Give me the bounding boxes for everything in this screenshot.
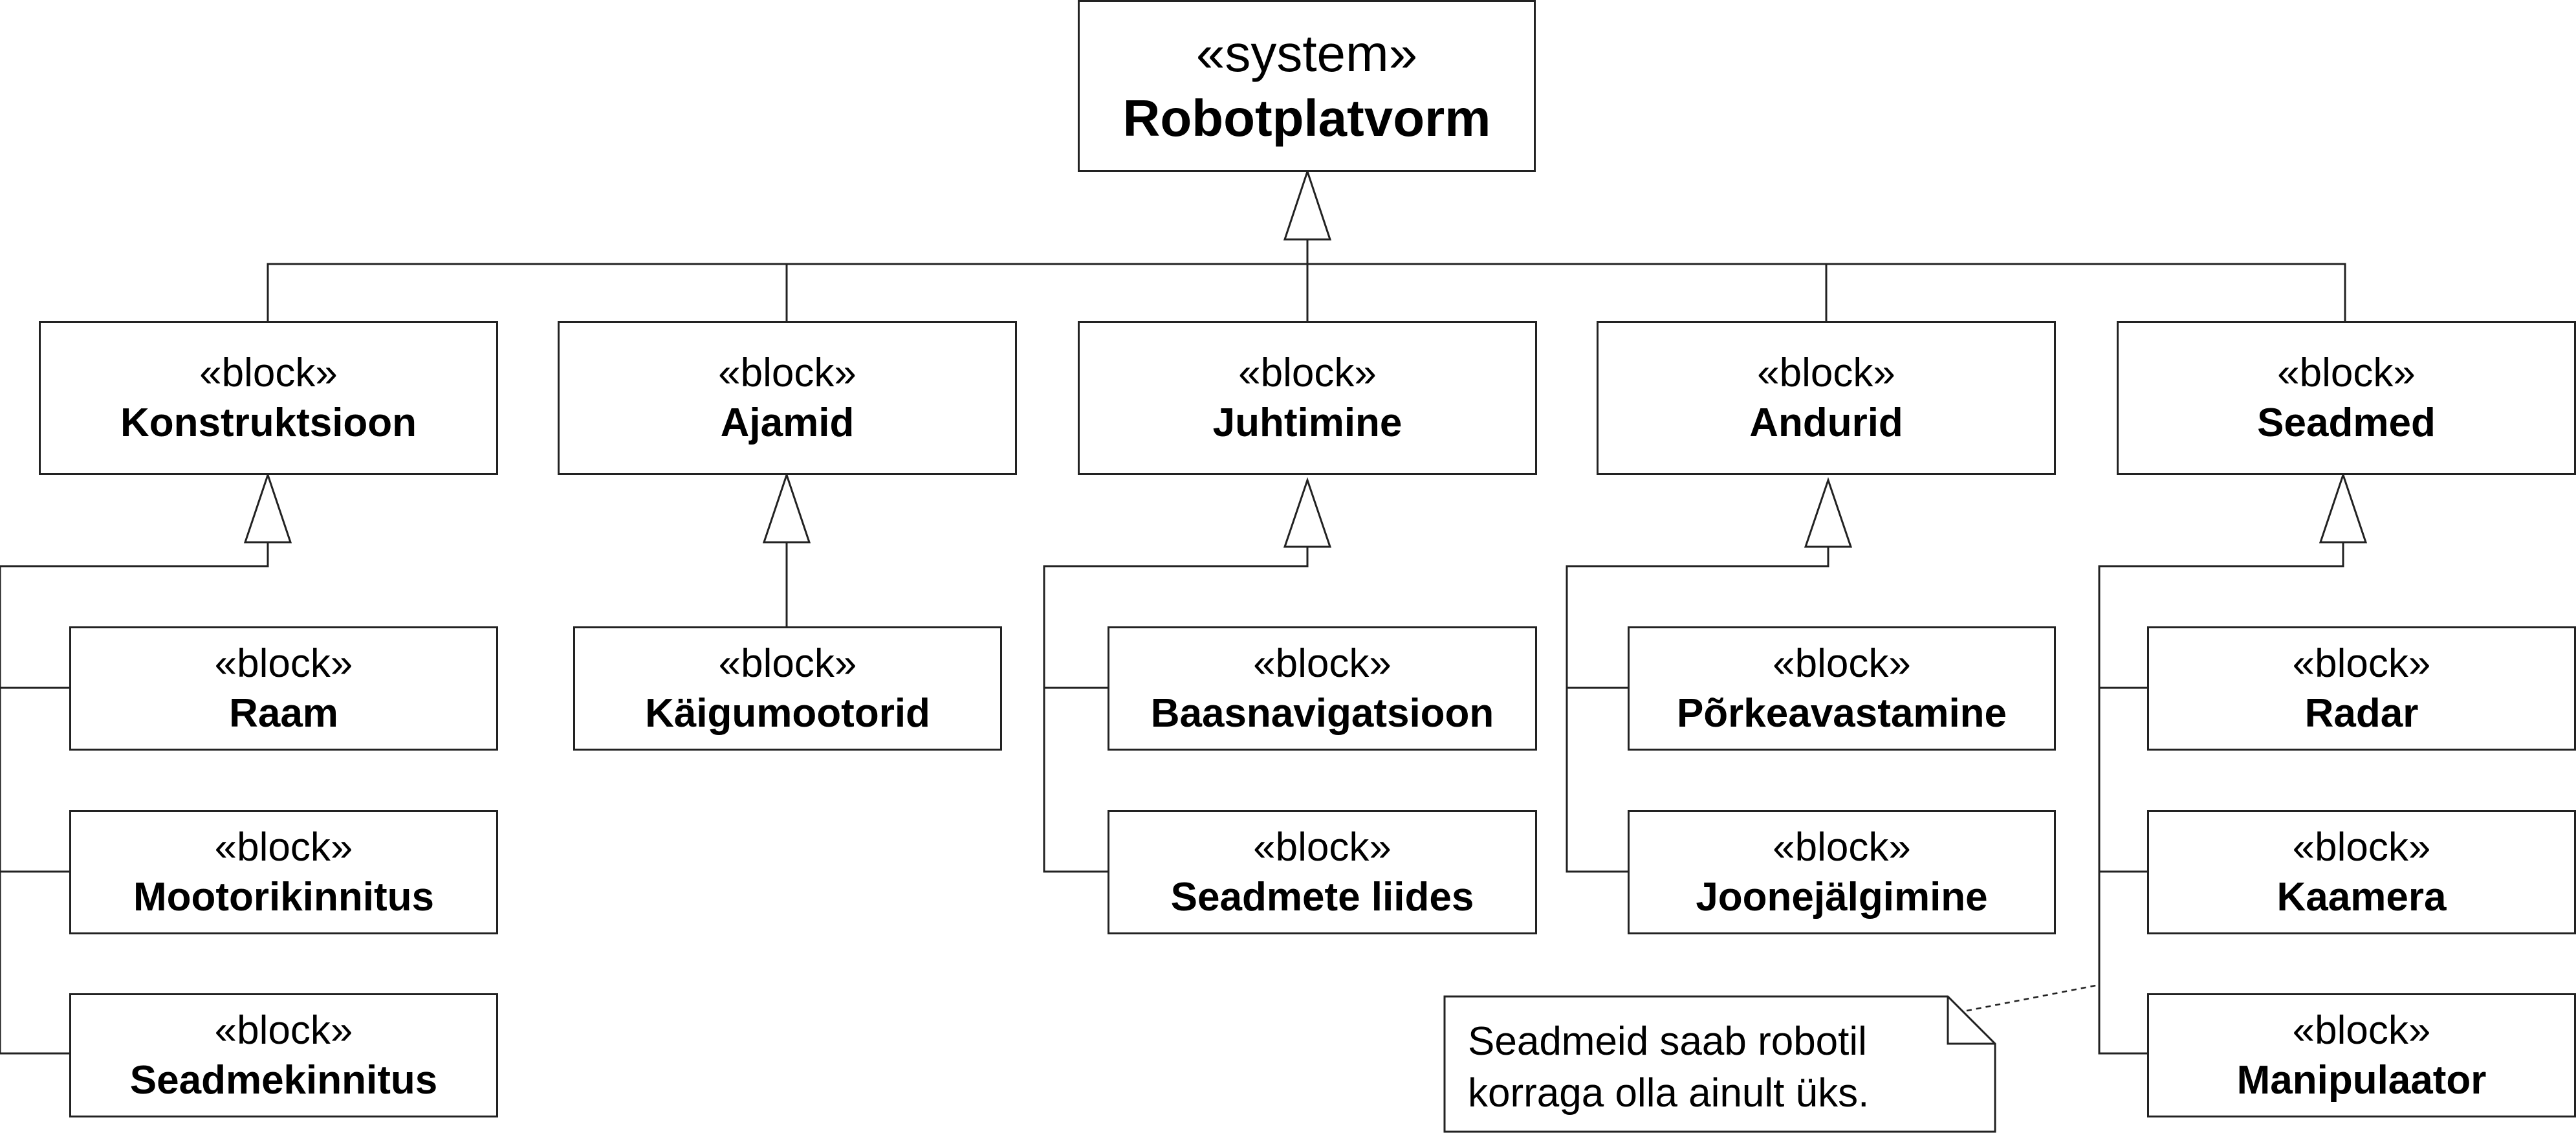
stereotype-label: «block» <box>1773 641 1911 686</box>
block-seadmed[interactable]: «block» Seadmed <box>2117 321 2576 475</box>
generalization-line-seadmed <box>2098 542 2344 1055</box>
stereotype-label: «block» <box>2292 641 2431 686</box>
block-name: Seadmed <box>2257 401 2436 445</box>
note-line: Seadmeid saab robotil <box>1468 1019 1867 1064</box>
block-name: Joonejälgimine <box>1696 875 1988 919</box>
block-juhtimine[interactable]: «block» Juhtimine <box>1078 321 1537 475</box>
stereotype-label: «block» <box>1253 641 1392 686</box>
generalization-arrowhead-seadmed <box>2319 472 2368 544</box>
block-kaigumootorid[interactable]: «block» Käigumootorid <box>573 626 1002 751</box>
block-kaamera[interactable]: «block» Kaamera <box>2147 810 2576 934</box>
stereotype-label: «block» <box>1773 824 1911 870</box>
block-porkeavastamine[interactable]: «block» Põrkeavastamine <box>1628 626 2056 751</box>
block-manipulaator[interactable]: «block» Manipulaator <box>2147 993 2576 1117</box>
note-outline <box>1443 995 1996 1133</box>
stereotype-label: «block» <box>718 350 857 395</box>
block-name: Kaamera <box>2276 875 2447 919</box>
block-name: Käigumootorid <box>645 691 930 736</box>
stereotype-label: «block» <box>2277 350 2416 395</box>
note-line: korraga olla ainult üks. <box>1468 1071 1870 1116</box>
generalization-arrowhead-ajamid <box>762 472 811 544</box>
block-name: Raam <box>229 691 338 736</box>
block-name: Ajamid <box>720 401 855 445</box>
block-name: Robotplatvorm <box>1122 89 1491 147</box>
generalization-line-system <box>267 263 2346 321</box>
stereotype-label: «block» <box>2292 1007 2431 1053</box>
generalization-line-konstruktsioon <box>0 542 269 1055</box>
stereotype-label: «block» <box>718 641 857 686</box>
block-andurid[interactable]: «block» Andurid <box>1597 321 2056 475</box>
block-name: Mootorikinnitus <box>133 875 434 919</box>
block-raam[interactable]: «block» Raam <box>69 626 498 751</box>
stereotype-label: «block» <box>214 641 353 686</box>
block-name: Manipulaator <box>2236 1058 2487 1103</box>
stereotype-label: «block» <box>214 1007 353 1053</box>
stereotype-label: «system» <box>1195 25 1418 82</box>
block-name: Seadmete liides <box>1170 875 1474 919</box>
block-name: Seadmekinnitus <box>129 1058 438 1103</box>
note-fold <box>1947 996 1995 1045</box>
stereotype-label: «block» <box>2292 824 2431 870</box>
block-name: Radar <box>2304 691 2419 736</box>
block-radar[interactable]: «block» Radar <box>2147 626 2576 751</box>
generalization-arrowhead-konstruktsioon <box>243 472 292 544</box>
generalization-arrowhead-juhtimine <box>1283 477 1332 548</box>
block-ajamid[interactable]: «block» Ajamid <box>558 321 1017 475</box>
note-text: Seadmeid saab robotil korraga olla ainul… <box>1468 1016 1869 1119</box>
generalization-line-andurid <box>1566 547 1829 873</box>
block-robotplatvorm[interactable]: «system» Robotplatvorm <box>1078 0 1536 172</box>
block-name: Baasnavigatsioon <box>1150 691 1494 736</box>
block-konstruktsioon[interactable]: «block» Konstruktsioon <box>39 321 498 475</box>
generalization-arrowhead-andurid <box>1804 477 1853 548</box>
block-seadmete-liides[interactable]: «block» Seadmete liides <box>1108 810 1537 934</box>
note-anchor-line <box>1966 984 2100 1012</box>
block-joonejalgimine[interactable]: «block» Joonejälgimine <box>1628 810 2056 934</box>
stereotype-label: «block» <box>1238 350 1377 395</box>
block-mootorikinnitus[interactable]: «block» Mootorikinnitus <box>69 810 498 934</box>
block-name: Andurid <box>1749 401 1903 445</box>
stereotype-label: «block» <box>1757 350 1895 395</box>
generalization-arrowhead-system <box>1283 168 1332 241</box>
block-name: Juhtimine <box>1212 401 1403 445</box>
block-name: Konstruktsioon <box>120 401 417 445</box>
stereotype-label: «block» <box>1253 824 1392 870</box>
block-baasnavigatsioon[interactable]: «block» Baasnavigatsioon <box>1108 626 1537 751</box>
block-name: Põrkeavastamine <box>1676 691 2007 736</box>
stereotype-label: «block» <box>199 350 338 395</box>
stereotype-label: «block» <box>214 824 353 870</box>
block-seadmekinnitus[interactable]: «block» Seadmekinnitus <box>69 993 498 1117</box>
generalization-line-juhtimine <box>1043 547 1309 873</box>
constraint-note[interactable]: Seadmeid saab robotil korraga olla ainul… <box>1445 996 1996 1132</box>
